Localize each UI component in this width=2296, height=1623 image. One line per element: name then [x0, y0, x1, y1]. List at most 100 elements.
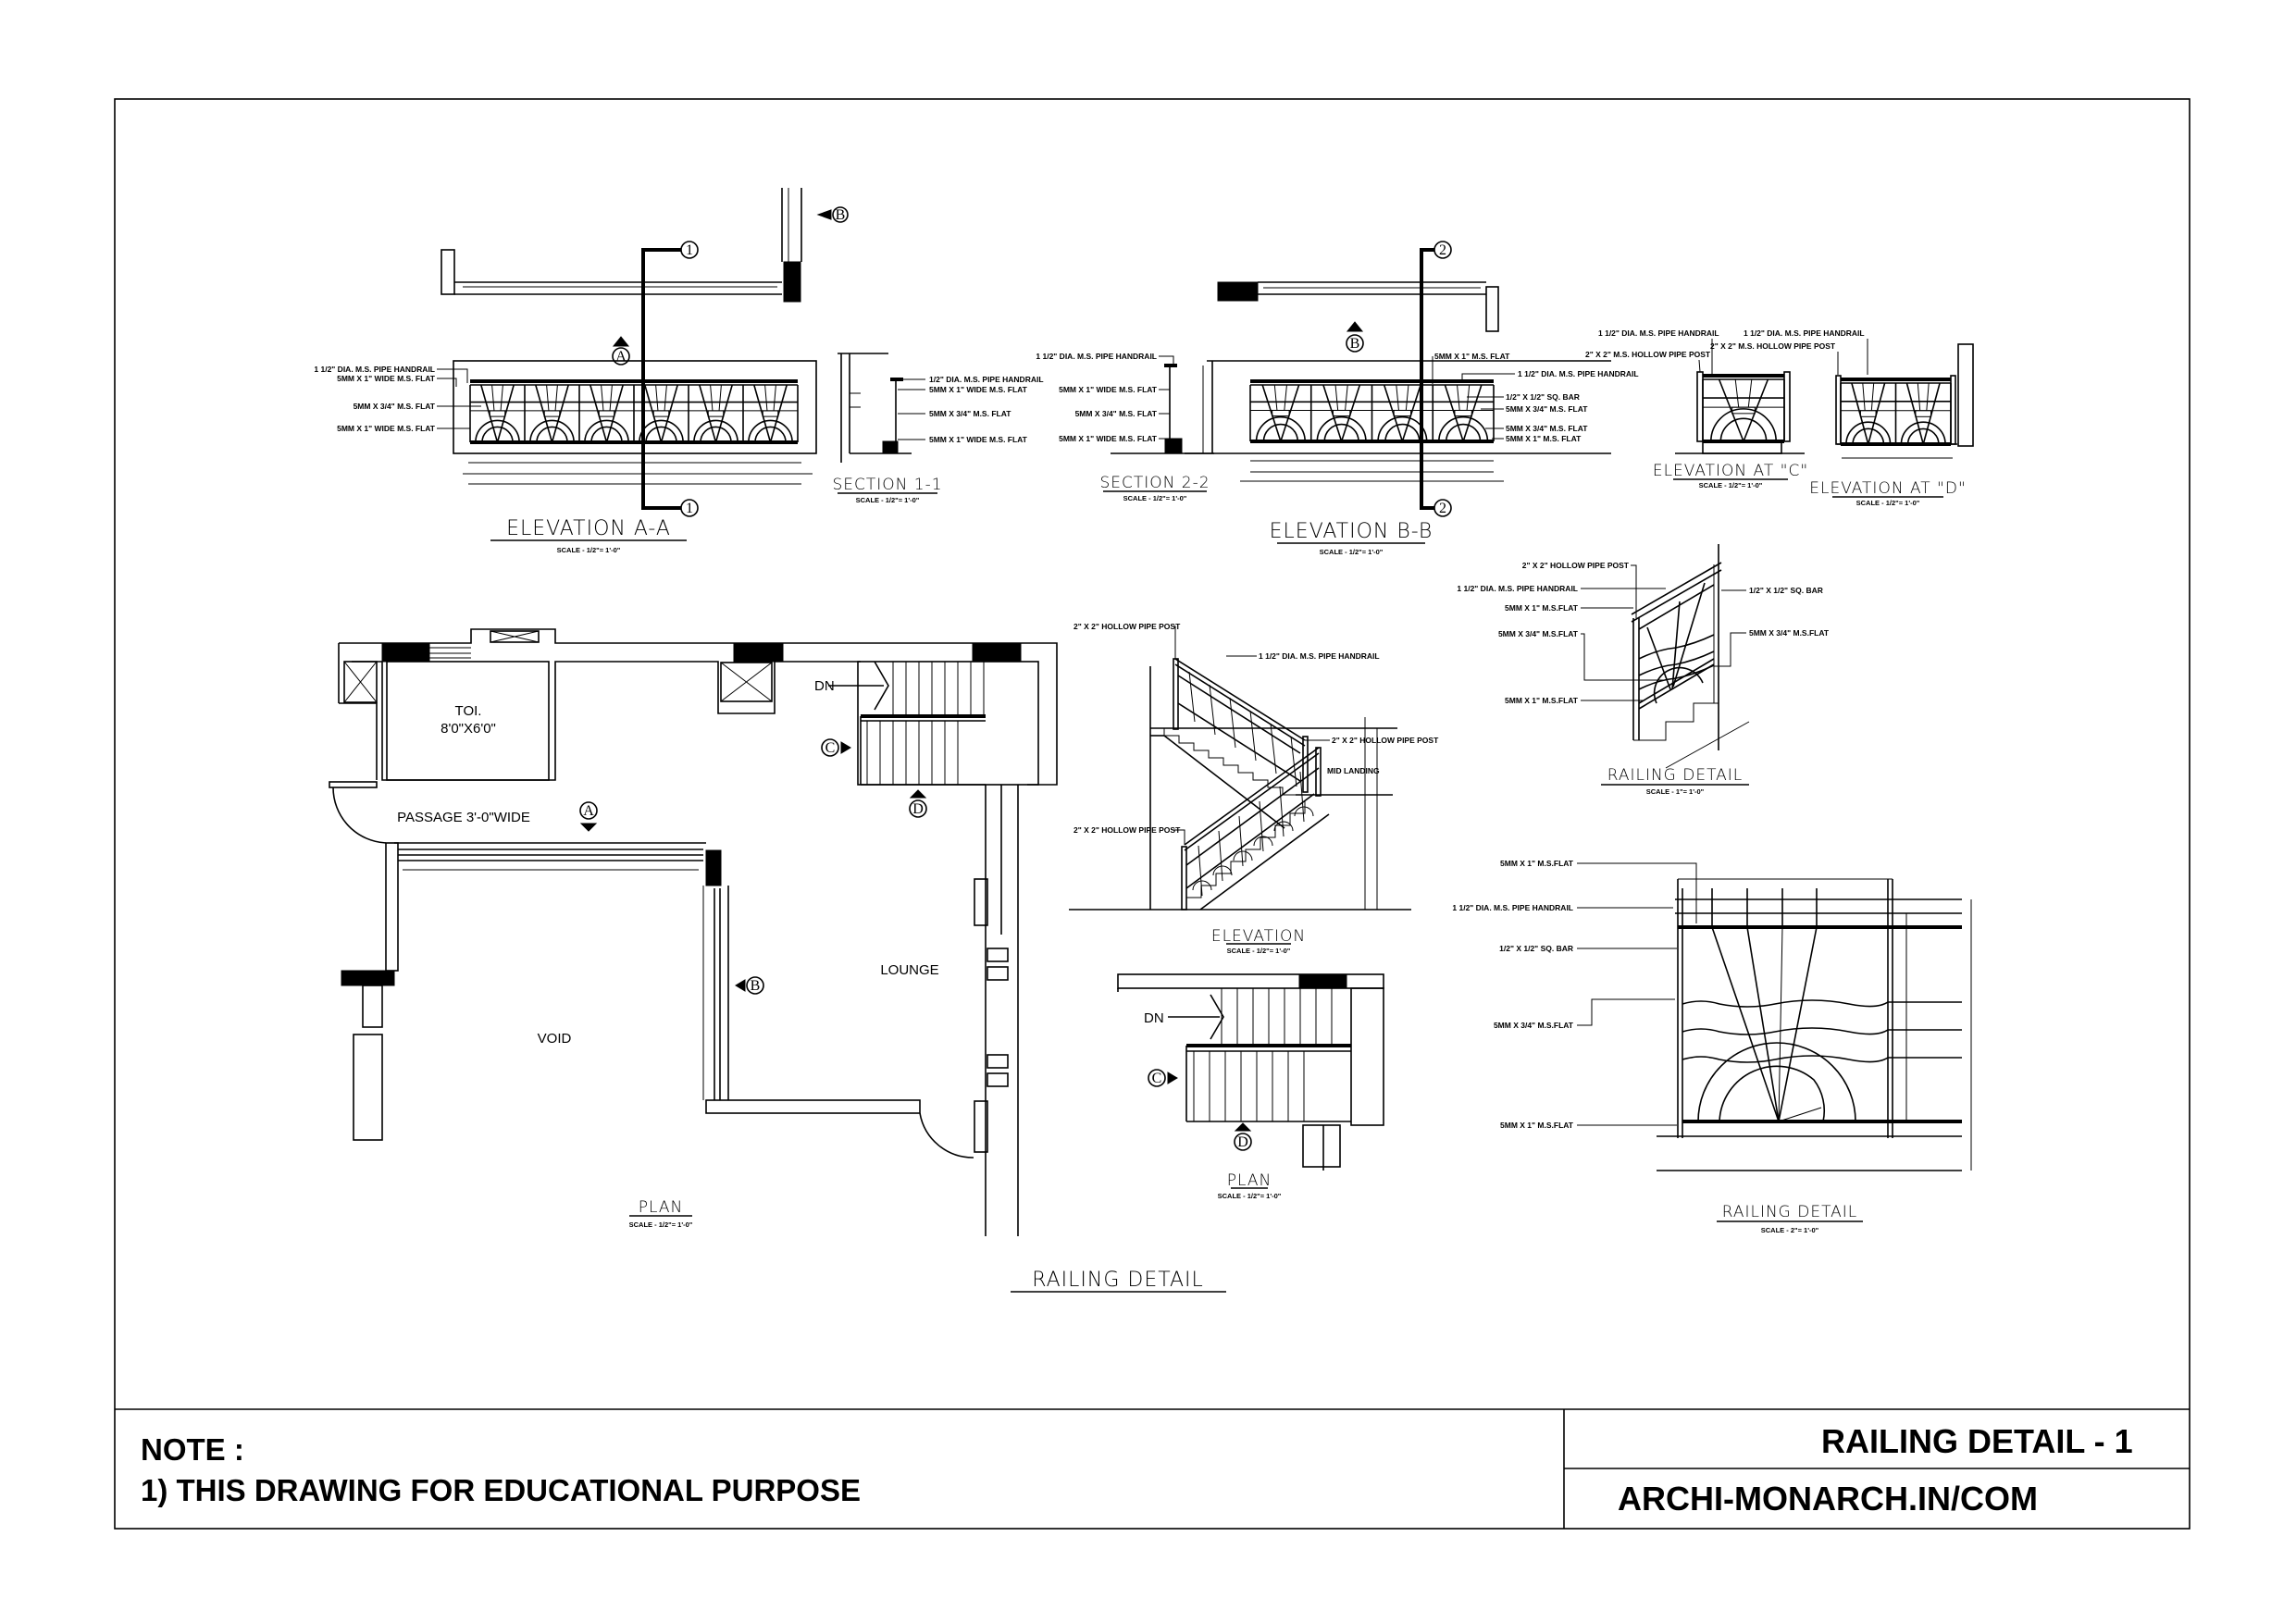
svg-text:8'0"X6'0": 8'0"X6'0" [441, 721, 496, 737]
infill-bar [1249, 710, 1257, 762]
arc-flat [1255, 415, 1306, 442]
arc-flat [1906, 427, 1940, 445]
fan-bar [496, 384, 515, 443]
svg-text:SCALE - 1/2"= 1'-0": SCALE - 1/2"= 1'-0" [557, 546, 621, 554]
section-arrow-a [612, 336, 630, 347]
stair-elevation: 2" X 2" HOLLOW PIPE POST 1 1/2" DIA. M.S… [1069, 622, 1439, 955]
elevation-at-c: 1 1/2" DIA. M.S. PIPE HANDRAIL 2" X 2" M… [1585, 328, 1808, 489]
arc-flat [754, 426, 787, 443]
svg-text:5MM X 1" WIDE M.S. FLAT: 5MM X 1" WIDE M.S. FLAT [929, 385, 1028, 394]
view-title: RAILING DETAIL [1722, 1203, 1858, 1221]
view-title: ELEVATION AT "C" [1653, 462, 1808, 480]
arc-flat [536, 426, 568, 443]
fan-bar [605, 384, 624, 443]
svg-text:2" X 2" M.S. HOLLOW PIPE POST: 2" X 2" M.S. HOLLOW PIPE POST [1710, 341, 1836, 351]
fan-bar [769, 384, 788, 443]
view-title: SECTION 1-1 [832, 476, 942, 494]
infill-bar [1290, 736, 1297, 787]
arc-flat [1845, 421, 1892, 445]
passage-label: PASSAGE 3'-0"WIDE [397, 810, 530, 825]
fan-bar [546, 384, 550, 411]
fan-bar [664, 384, 667, 411]
svg-text:SCALE - 1/2"= 1'-0": SCALE - 1/2"= 1'-0" [1218, 1192, 1282, 1200]
svg-text:5MM X 3/4" M.S. FLAT: 5MM X 3/4" M.S. FLAT [1506, 424, 1588, 433]
section-2-2: 1 1/2" DIA. M.S. PIPE HANDRAIL 5MM X 1" … [1036, 352, 1214, 502]
svg-text:TOI.: TOI. [455, 703, 482, 719]
svg-text:1/2" X 1/2" SQ. BAR: 1/2" X 1/2" SQ. BAR [1506, 392, 1580, 402]
void-label: VOID [538, 1031, 572, 1047]
view-title: ELEVATION AT "D" [1809, 479, 1967, 498]
svg-text:1: 1 [686, 242, 693, 258]
fan-bar [1284, 384, 1287, 411]
fan-bar [1851, 382, 1869, 445]
svg-text:1/2" X 1/2" SQ. BAR: 1/2" X 1/2" SQ. BAR [1499, 944, 1573, 953]
svg-text:1 1/2" DIA. M.S. PIPE HANDRAIL: 1 1/2" DIA. M.S. PIPE HANDRAIL [1744, 328, 1865, 338]
arc-flat [475, 419, 520, 443]
section-line-1 [641, 248, 681, 510]
fan-bar [1867, 382, 1886, 445]
view-title: SECTION 2-2 [1099, 474, 1210, 492]
arc-flat [590, 426, 623, 443]
svg-text:5MM X 3/4" M.S.FLAT: 5MM X 3/4" M.S.FLAT [1749, 628, 1830, 638]
fan-bar [753, 384, 772, 443]
svg-text:SCALE - 1/2"= 1'-0": SCALE - 1/2"= 1'-0" [856, 496, 920, 504]
note-heading: NOTE : [141, 1432, 244, 1467]
arc-flat [1438, 415, 1489, 442]
stair-plan: DN C D PLAN SCALE - 1/2"= 1'-0" [1117, 973, 1384, 1200]
fan-bar [1457, 384, 1460, 411]
section-1-1: 1/2" DIA. M.S. PIPE HANDRAIL 5MM X 1" WI… [832, 353, 1044, 504]
infill-bar [1218, 830, 1223, 882]
fan-collar [1859, 410, 1877, 417]
infill-arc [1294, 806, 1314, 817]
fan-bar [1340, 384, 1361, 442]
arc-flat [1900, 421, 1946, 445]
floor-plan: TOI. 8'0"X6'0" PASSAGE 3'-0"WIDE A VOID … [329, 628, 1058, 1236]
arc-flat [1323, 423, 1359, 442]
svg-text:1/2" DIA. M.S. PIPE HANDRAIL: 1/2" DIA. M.S. PIPE HANDRAIL [929, 375, 1044, 384]
elevation-a-a: B 1 1 A 1 1/2" DIA. M.S. PIPE HANDRAIL 5… [314, 188, 849, 554]
view-title: PLAN [639, 1198, 683, 1217]
fan-bar [590, 384, 608, 443]
fan-bar [660, 384, 678, 443]
svg-text:B: B [751, 978, 761, 994]
infill-bar [1229, 697, 1236, 749]
lounge-label: LOUNGE [880, 962, 938, 978]
fan-bar [1401, 384, 1421, 442]
arc-flat [1719, 417, 1768, 442]
svg-text:DN: DN [1144, 1010, 1164, 1026]
infill-arc [1273, 821, 1294, 832]
fan-collar [489, 410, 506, 417]
arc-flat [1316, 415, 1367, 442]
svg-text:1 1/2" DIA. M.S. PIPE HANDRAIL: 1 1/2" DIA. M.S. PIPE HANDRAIL [1518, 369, 1639, 378]
arc-flat [1445, 423, 1482, 442]
infill-bar [1259, 800, 1264, 852]
arc-flat [693, 419, 738, 443]
infill-bar [1238, 815, 1244, 867]
fan-bar [644, 384, 663, 443]
note-text: 1) THIS DRAWING FOR EDUCATIONAL PURPOSE [141, 1473, 861, 1507]
svg-text:SCALE - 1"= 1'-0": SCALE - 1"= 1'-0" [1646, 787, 1705, 796]
fan-bar [718, 384, 722, 411]
fan-bar [773, 384, 776, 411]
infill-bar [1270, 723, 1277, 774]
svg-text:2" X 2" HOLLOW PIPE POST: 2" X 2" HOLLOW PIPE POST [1332, 736, 1439, 745]
fan-bar [554, 384, 558, 411]
fan-collar [1272, 409, 1290, 417]
fan-bar [1273, 384, 1278, 411]
fan-collar [1454, 409, 1472, 417]
sheet-title: RAILING DETAIL [1032, 1269, 1204, 1292]
infill-bar [1209, 684, 1216, 736]
svg-text:5MM X 3/4" M.S.FLAT: 5MM X 3/4" M.S.FLAT [1494, 1021, 1574, 1030]
fan-bar [764, 384, 768, 411]
toilet-area [386, 661, 550, 781]
arc-flat [1384, 423, 1421, 442]
svg-text:5MM X 1" WIDE M.S. FLAT: 5MM X 1" WIDE M.S. FLAT [1059, 434, 1158, 443]
arc-flat [529, 419, 575, 443]
infill-arc [1192, 880, 1212, 891]
svg-text:SCALE - 1/2"= 1'-0": SCALE - 1/2"= 1'-0" [629, 1220, 693, 1229]
svg-text:5MM X 1" WIDE M.S. FLAT: 5MM X 1" WIDE M.S. FLAT [337, 424, 436, 433]
view-title: RAILING DETAIL [1607, 766, 1744, 785]
arc-flat [748, 419, 793, 443]
svg-text:1 1/2" DIA. M.S. PIPE HANDRAIL: 1 1/2" DIA. M.S. PIPE HANDRAIL [314, 365, 435, 374]
